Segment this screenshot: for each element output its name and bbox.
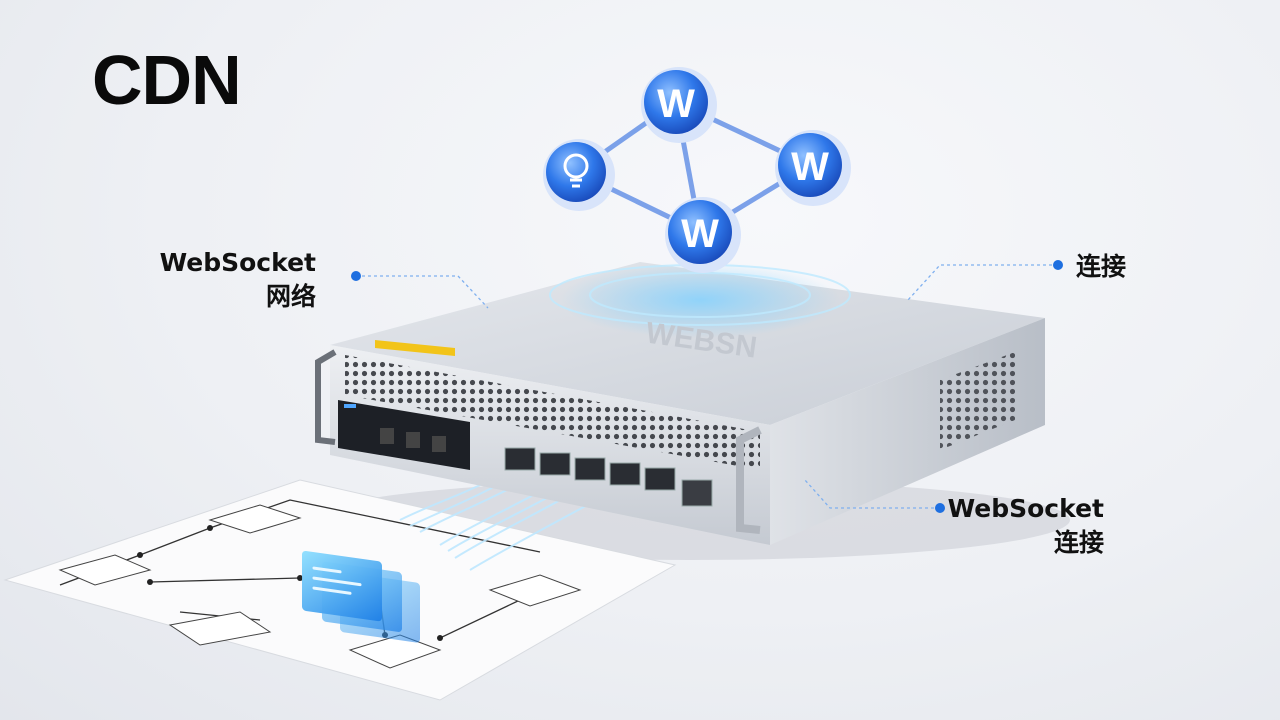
page-title: CDN: [92, 41, 242, 119]
ethernet-ports: [504, 447, 713, 507]
server-device: WEBSN: [315, 262, 1045, 545]
lightbulb-icon: [543, 139, 615, 211]
callout-connection: 连接: [1076, 252, 1127, 281]
network-node-top: W: [641, 67, 717, 143]
data-screens-icon: [302, 550, 420, 643]
callout-dot-left: [351, 271, 361, 281]
network-node-bottom: W: [665, 197, 741, 273]
network-node-right: W: [775, 130, 851, 206]
network-diagram-sheet: [3, 479, 677, 701]
callout-dot-right-top: [1053, 260, 1063, 270]
svg-text:W: W: [657, 82, 695, 126]
callout-dot-right-bottom: [935, 503, 945, 513]
callout-leaders: [356, 264, 1058, 509]
svg-text:W: W: [681, 212, 719, 256]
svg-text:W: W: [791, 145, 829, 189]
callout-websocket-connection: WebSocket 连接: [947, 494, 1104, 557]
callout-websocket-network: WebSocket 网络: [159, 248, 316, 311]
